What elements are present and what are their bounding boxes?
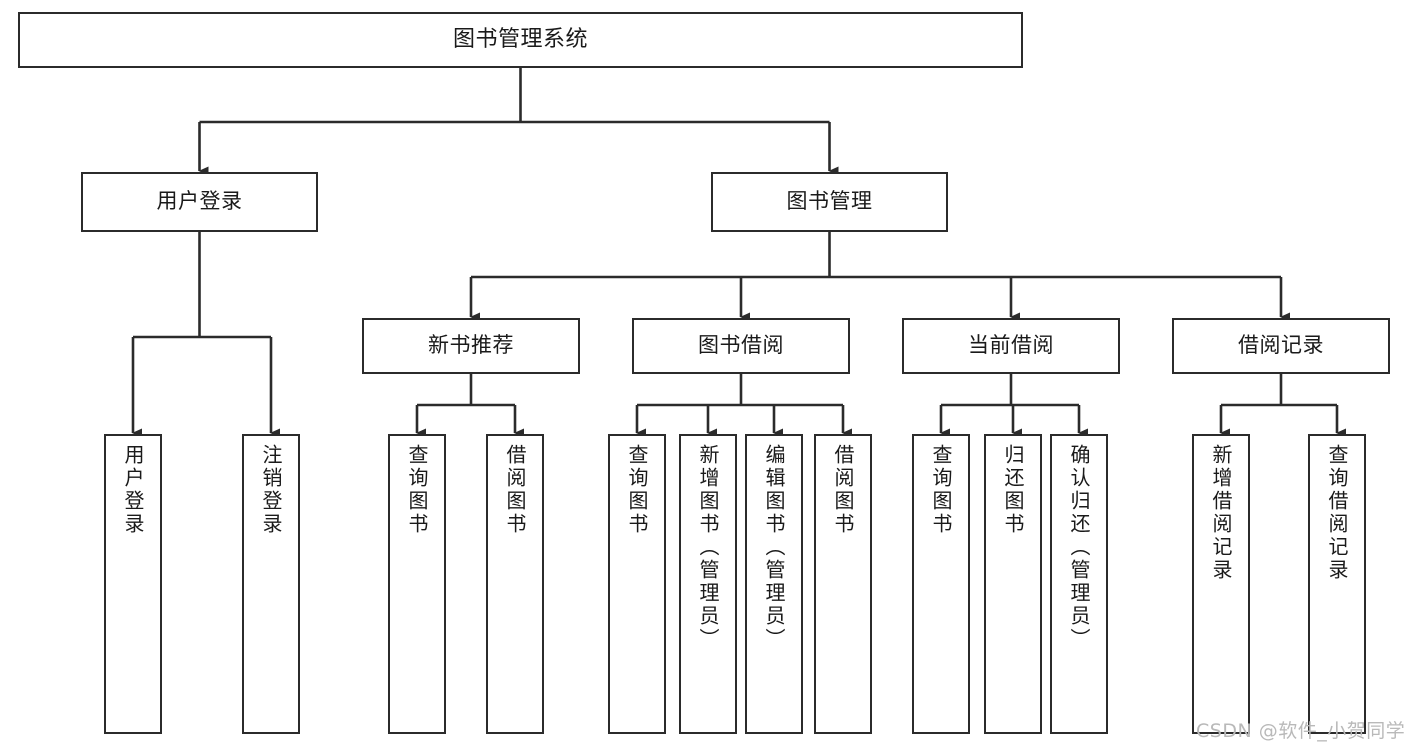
node-label-book-borrow: 图书借阅 xyxy=(698,333,784,358)
node-label-new-book-rec: 新书推荐 xyxy=(428,333,514,358)
node-label-leaf-query-record: 查询借阅记录 xyxy=(1325,444,1349,582)
node-label-leaf-return-book: 归还图书 xyxy=(1001,444,1025,536)
node-book-manage[interactable]: 图书管理 xyxy=(711,172,948,232)
node-leaf-add-record[interactable]: 新增借阅记录 xyxy=(1192,434,1250,734)
node-user-login[interactable]: 用户登录 xyxy=(81,172,318,232)
node-label-leaf-user-login: 用户登录 xyxy=(121,444,145,536)
node-label-leaf-borrow-book-2: 借阅图书 xyxy=(831,444,855,536)
node-leaf-return-book[interactable]: 归还图书 xyxy=(984,434,1042,734)
node-label-user-login: 用户登录 xyxy=(156,189,243,214)
node-book-borrow[interactable]: 图书借阅 xyxy=(632,318,850,374)
node-leaf-add-book[interactable]: 新增图书（管理员） xyxy=(679,434,737,734)
node-leaf-query-book-2[interactable]: 查询图书 xyxy=(608,434,666,734)
node-leaf-edit-book[interactable]: 编辑图书（管理员） xyxy=(745,434,803,734)
node-label-leaf-query-book-1: 查询图书 xyxy=(405,444,429,536)
node-label-leaf-logout: 注销登录 xyxy=(259,444,283,536)
node-leaf-logout[interactable]: 注销登录 xyxy=(242,434,300,734)
node-label-leaf-edit-book: 编辑图书（管理员） xyxy=(762,444,786,651)
node-root[interactable]: 图书管理系统 xyxy=(18,12,1023,68)
node-label-leaf-confirm-return: 确认归还（管理员） xyxy=(1067,444,1091,651)
node-leaf-query-record[interactable]: 查询借阅记录 xyxy=(1308,434,1366,734)
node-label-leaf-query-book-2: 查询图书 xyxy=(625,444,649,536)
node-leaf-borrow-book-2[interactable]: 借阅图书 xyxy=(814,434,872,734)
node-label-leaf-query-book-3: 查询图书 xyxy=(929,444,953,536)
node-leaf-borrow-book-1[interactable]: 借阅图书 xyxy=(486,434,544,734)
node-label-current-borrow: 当前借阅 xyxy=(968,333,1054,358)
node-current-borrow[interactable]: 当前借阅 xyxy=(902,318,1120,374)
connector-edges xyxy=(131,68,1346,438)
csdn-watermark: CSDN @软件_小贺同学 xyxy=(1196,720,1405,742)
node-new-book-rec[interactable]: 新书推荐 xyxy=(362,318,580,374)
node-leaf-confirm-return[interactable]: 确认归还（管理员） xyxy=(1050,434,1108,734)
node-leaf-user-login[interactable]: 用户登录 xyxy=(104,434,162,734)
node-label-leaf-add-book: 新增图书（管理员） xyxy=(696,444,720,651)
node-label-root: 图书管理系统 xyxy=(452,26,588,52)
node-label-leaf-borrow-book-1: 借阅图书 xyxy=(503,444,527,536)
node-label-leaf-add-record: 新增借阅记录 xyxy=(1209,444,1233,582)
node-label-book-manage: 图书管理 xyxy=(786,189,873,214)
node-leaf-query-book-1[interactable]: 查询图书 xyxy=(388,434,446,734)
node-leaf-query-book-3[interactable]: 查询图书 xyxy=(912,434,970,734)
node-label-borrow-record: 借阅记录 xyxy=(1238,333,1324,358)
node-borrow-record[interactable]: 借阅记录 xyxy=(1172,318,1390,374)
